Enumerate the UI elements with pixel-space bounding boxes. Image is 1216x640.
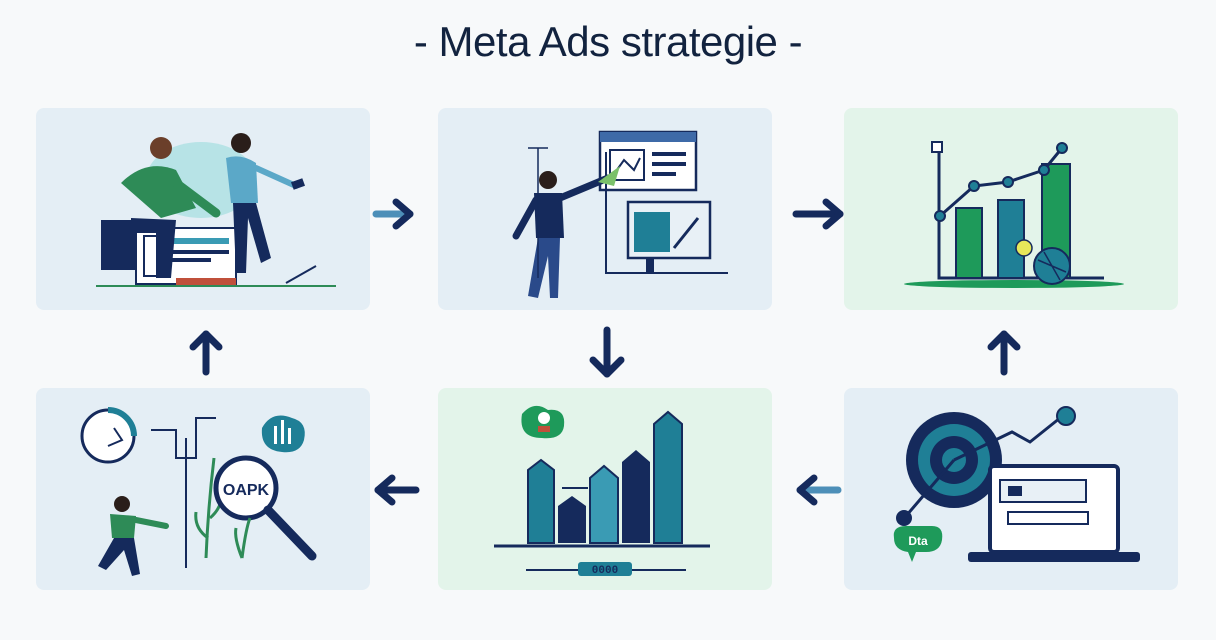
card-team <box>36 108 370 310</box>
card-growth-chart <box>844 108 1178 310</box>
magnifier-label: OAPK <box>223 482 270 499</box>
card-targeting: Dta <box>844 388 1178 590</box>
card-presentation <box>438 108 772 310</box>
page-title: - Meta Ads strategie - <box>413 18 803 65</box>
arrow-down-icon <box>584 326 630 382</box>
team-collaboration-illustration <box>96 133 336 287</box>
presenter-screen-illustration <box>512 130 728 298</box>
arrow-up-icon <box>984 328 1024 376</box>
arrow-up-icon <box>186 328 226 376</box>
research-magnifier-illustration: OAPK <box>80 407 317 576</box>
card-research: OAPK <box>36 388 370 590</box>
arrow-left-icon <box>372 472 422 508</box>
skyline-bar-chart-illustration: 0000 <box>494 405 710 577</box>
arrow-left-icon <box>794 472 844 508</box>
growth-chart-illustration <box>904 141 1124 288</box>
card-skyline-chart: 0000 <box>438 388 772 590</box>
target-laptop-illustration: Dta <box>893 406 1140 562</box>
arrow-right-icon <box>372 196 418 232</box>
speech-bubble-label: Dta <box>908 534 928 548</box>
timeline-label: 0000 <box>592 565 618 577</box>
arrow-right-icon <box>792 196 848 232</box>
